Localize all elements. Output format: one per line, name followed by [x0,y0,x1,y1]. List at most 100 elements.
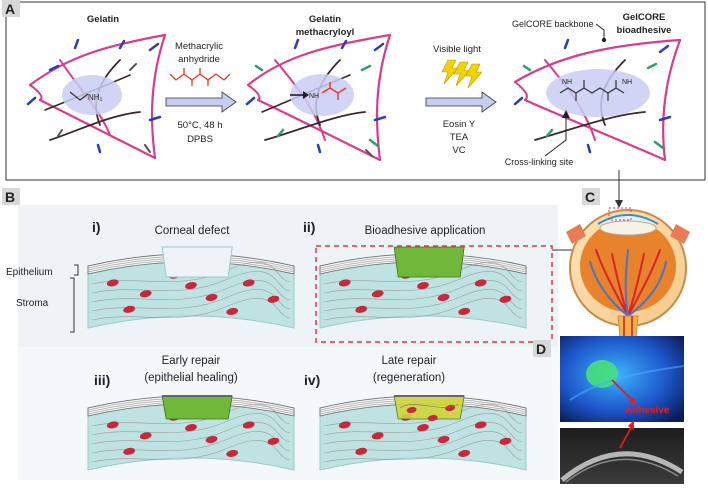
epithelium-bracket [74,264,79,276]
gelcore-halo [546,69,650,117]
adhesive-pointer-head [629,397,638,405]
keratocyte-cell [458,449,471,457]
keratocyte-cell [474,421,487,429]
keratocyte-cell [499,437,512,445]
optic-nerve [617,315,639,339]
step-3-title-line-1: Early repair [162,355,221,367]
backbone-leader-dot [601,37,607,43]
keratocyte-cell [371,432,384,440]
keratocyte-cell [185,424,197,432]
collagen-fiber [91,422,291,445]
cornea-zoom-box [608,207,632,221]
cornea-step-2 [319,246,527,329]
step-2-roman: ii) [303,219,315,235]
panel-a: A NH₂ Gelatin Methacrylic anhydride [2,0,706,181]
hydrogel-fill [161,395,233,420]
panel-c: C [566,188,690,339]
regenerating-cell [427,414,438,422]
collagen-fiber [323,280,523,303]
eye-muscle-right [670,224,690,244]
step-4-title-line-1: Late repair [382,355,437,367]
slit-lamp-photo [560,336,684,422]
collagen-fiber [91,271,291,294]
gelcore-title-line-2: bioadhesive [617,25,672,36]
gelatin-title: Gelatin [87,14,119,25]
step-1-roman: i) [92,219,101,235]
epithelium-label: Epithelium [6,267,53,278]
gelatin-amine-bond [69,91,89,101]
gelcore-network [513,38,682,162]
keratocyte-cell [267,437,280,445]
step-3-title-line-2: (epithelial healing) [144,372,238,384]
keratocyte-cell [242,421,255,429]
gelma-title-line-2: methacryloyl [296,27,355,38]
keratocyte-cell [458,307,471,315]
conditions-line-2: DPBS [187,134,213,145]
collagen-fiber [91,280,291,303]
visible-light-bolts [441,59,483,89]
optic-vessels [623,316,633,338]
reaction-arrow-2 [425,91,497,113]
keratocyte-cell [371,290,384,298]
collagen-fiber [323,422,523,445]
keratocyte-cell [417,282,429,290]
keratocyte-cell [499,295,512,303]
keratocyte-cell [338,279,351,287]
gelatin-amine-halo [62,75,122,115]
conditions-line-1: 50°C, 48 h [178,120,223,131]
lens [599,220,657,236]
gelma-title-line-1: Gelatin [309,14,341,25]
oct-cornea-inner [565,458,679,483]
gelma-nh-label: NH [309,93,319,100]
collagen-fiber [323,298,523,321]
step-1-title: Corneal defect [155,225,231,237]
defect-cavity [161,246,233,278]
keratocyte-cell [139,432,152,440]
step-4-title-line-2: (regeneration) [373,372,445,384]
gelma-halo [290,74,354,116]
gelcore-title-line-1: GelCORE [623,12,666,23]
keratocyte-cell [437,293,450,302]
iris [580,220,676,312]
step-4-roman: iv) [304,372,320,388]
cornea-step-3 [87,395,295,471]
keratocyte-cell [185,282,197,290]
hydrogel-fill [393,246,465,278]
regenerating-cell [406,406,417,414]
gelatin-amine-label: NH₂ [88,93,103,102]
a-to-c-connector-head [615,200,623,208]
panel-d-letter-box [533,340,551,357]
step-2-title: Bioadhesive application [365,225,486,237]
panel-b-letter-box [2,188,20,205]
keratocyte-cell [106,421,119,429]
stroma-label: Stroma [16,298,49,309]
adhesive-label: Adhesive [625,405,670,416]
keratocyte-cell [242,279,255,287]
keratocyte-cell [267,295,280,303]
collagen-fiber [323,413,523,436]
panel-b-letter: B [5,189,15,205]
regenerating-fiber [399,403,459,409]
light-label: Visible light [433,44,481,55]
keratocyte-cell [123,305,136,313]
panel-d: D Adhesive [533,336,685,484]
keratocyte-cell [205,435,218,444]
keratocyte-cell [226,307,239,315]
gelcore-crosslink-structure [559,80,625,101]
collagen-fiber [91,298,291,321]
step-4-label: iv) Late repair (regeneration) [304,355,445,388]
collagen-fiber [323,271,523,294]
panel-c-letter-box [582,188,600,205]
reagent-line-2: anhydride [178,54,220,65]
panel-a-letter: A [5,1,15,17]
keratocyte-cell [123,447,136,455]
step-1-label: i) Corneal defect [92,219,230,237]
backbone-label: GelCORE backbone [512,19,594,29]
gelcore-nh-label-2: NH [622,79,632,86]
keratocyte-cell [226,449,239,457]
keratocyte-cell [355,447,368,455]
photo-reagent-3: VC [452,145,465,156]
photo-reagent-1: Eosin Y [443,119,476,130]
keratocyte-cell [355,305,368,313]
